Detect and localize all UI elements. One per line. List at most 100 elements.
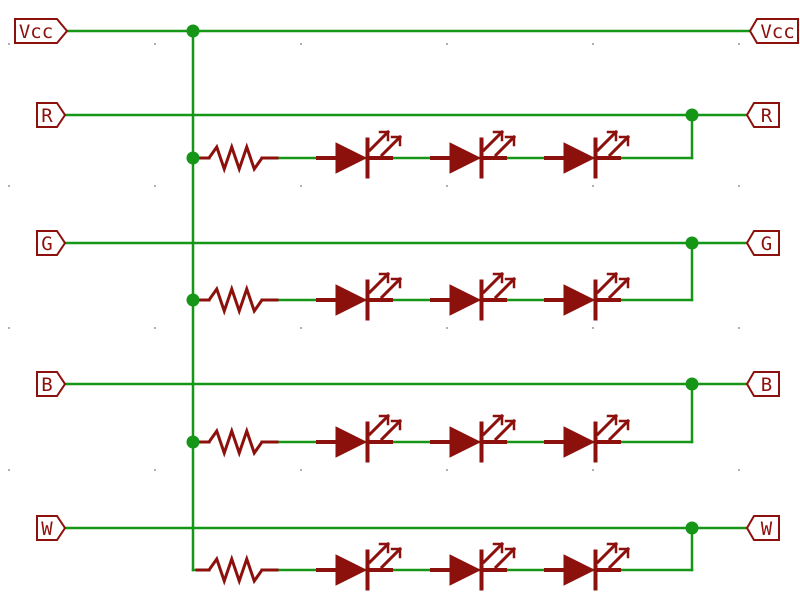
led-emission-arrow-icon	[607, 134, 631, 158]
arrow-shaft	[493, 276, 517, 300]
led[interactable]	[430, 271, 517, 321]
led-emission-arrow-icon	[481, 541, 505, 565]
grid-dot	[446, 43, 448, 45]
junction-dot	[685, 521, 699, 535]
hier-label-left-B[interactable]: B	[36, 371, 67, 397]
label-text: W	[41, 518, 53, 540]
arrow-shaft	[367, 541, 391, 565]
grid-dot	[300, 185, 302, 187]
led[interactable]	[316, 413, 403, 463]
arrow-shaft	[379, 546, 403, 570]
label-outline	[745, 371, 780, 397]
resistor-zigzag	[207, 284, 264, 316]
hier-label-left-R[interactable]: R	[36, 102, 67, 128]
arrow-shaft	[481, 129, 505, 153]
resistor[interactable]	[195, 284, 279, 316]
junction-dot	[186, 24, 200, 38]
grid-dot	[738, 185, 740, 187]
hier-label-right-W[interactable]: W	[745, 515, 780, 541]
label-outline	[748, 18, 799, 44]
arrow-shaft	[607, 418, 631, 442]
label-outline	[36, 371, 67, 397]
led-emission-arrow-icon	[595, 413, 619, 437]
junction-dot	[685, 236, 699, 250]
led[interactable]	[430, 129, 517, 179]
label-outline	[14, 18, 69, 44]
led[interactable]	[544, 541, 631, 591]
grid-dot	[446, 185, 448, 187]
led-emission-arrow-icon	[493, 276, 517, 300]
label-text: G	[41, 233, 52, 255]
label-outline	[36, 515, 67, 541]
arrow-shaft	[481, 413, 505, 437]
arrow-shaft	[493, 134, 517, 158]
led[interactable]	[544, 271, 631, 321]
grid-dot	[738, 43, 740, 45]
label-text: Vcc	[760, 21, 794, 43]
led-triangle	[449, 142, 482, 174]
grid-dots	[8, 43, 740, 471]
led-emission-arrow-icon	[379, 418, 403, 442]
led-triangle	[335, 426, 368, 458]
arrow-shaft	[367, 129, 391, 153]
led-triangle	[563, 554, 596, 586]
hier-label-right-R[interactable]: R	[745, 102, 780, 128]
led-triangle	[563, 426, 596, 458]
grid-dot	[154, 469, 156, 471]
led-triangle	[335, 554, 368, 586]
label-outline	[36, 102, 67, 128]
led[interactable]	[544, 413, 631, 463]
led-emission-arrow-icon	[481, 413, 505, 437]
led-emission-arrow-icon	[367, 413, 391, 437]
junction-dot	[186, 293, 200, 307]
grid-dot	[154, 43, 156, 45]
led-emission-arrow-icon	[493, 418, 517, 442]
hier-label-right-Vcc[interactable]: Vcc	[748, 18, 799, 44]
led-emission-arrow-icon	[607, 546, 631, 570]
arrow-shaft	[379, 418, 403, 442]
arrow-shaft	[607, 546, 631, 570]
led-emission-arrow-icon	[481, 271, 505, 295]
led-triangle	[563, 284, 596, 316]
grid-dot	[300, 327, 302, 329]
hier-label-right-B[interactable]: B	[745, 371, 780, 397]
led[interactable]	[430, 541, 517, 591]
led-emission-arrow-icon	[493, 134, 517, 158]
label-text: G	[761, 233, 772, 255]
led-emission-arrow-icon	[607, 418, 631, 442]
hier-label-right-G[interactable]: G	[745, 230, 780, 256]
resistor[interactable]	[195, 554, 279, 586]
label-outline	[745, 515, 780, 541]
led-emission-arrow-icon	[379, 546, 403, 570]
hier-label-left-Vcc[interactable]: Vcc	[14, 18, 69, 44]
label-text: R	[41, 105, 53, 127]
led[interactable]	[316, 129, 403, 179]
led-emission-arrow-icon	[367, 271, 391, 295]
grid-dot	[300, 469, 302, 471]
led[interactable]	[316, 541, 403, 591]
hier-label-left-G[interactable]: G	[36, 230, 67, 256]
arrow-shaft	[607, 276, 631, 300]
grid-dot	[8, 185, 10, 187]
led-triangle	[335, 284, 368, 316]
led[interactable]	[544, 129, 631, 179]
resistor-zigzag	[207, 554, 264, 586]
grid-dot	[154, 327, 156, 329]
led-emission-arrow-icon	[595, 271, 619, 295]
grid-dot	[592, 185, 594, 187]
resistor-zigzag	[207, 426, 264, 458]
label-outline	[745, 102, 780, 128]
led-emission-arrow-icon	[367, 541, 391, 565]
led[interactable]	[430, 413, 517, 463]
label-outline	[745, 230, 780, 256]
led-emission-arrow-icon	[607, 276, 631, 300]
resistor[interactable]	[195, 426, 279, 458]
resistor[interactable]	[195, 142, 279, 174]
grid-dot	[8, 327, 10, 329]
led-triangle	[449, 426, 482, 458]
led[interactable]	[316, 271, 403, 321]
hier-label-left-W[interactable]: W	[36, 515, 67, 541]
led-triangle	[449, 554, 482, 586]
